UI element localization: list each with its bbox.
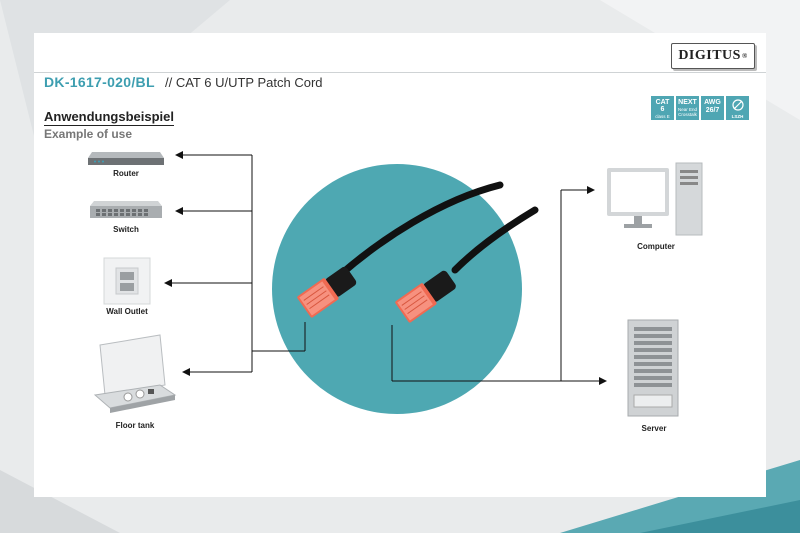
- server-label: Server: [641, 424, 667, 433]
- router-label: Router: [113, 169, 139, 178]
- awg-badge: AWG 26/7: [701, 96, 724, 120]
- next-badge: NEXT Near End Crosstalk: [676, 96, 699, 120]
- wall-outlet-label: Wall Outlet: [106, 307, 148, 316]
- left-connection-lines: [164, 151, 306, 376]
- heading-english: Example of use: [44, 127, 133, 141]
- product-description: // CAT 6 U/UTP Patch Cord: [165, 75, 323, 90]
- switch-icon: [90, 201, 162, 218]
- computer-icon: [607, 162, 703, 236]
- product-number: DK-1617-020/BL: [44, 74, 155, 90]
- patch-cable: [336, 181, 539, 279]
- cat6-badge: CAT 6 class E: [651, 96, 674, 120]
- cable-circle-background: [272, 164, 522, 414]
- lszh-badge: LSZH: [726, 96, 749, 120]
- switch-label: Switch: [113, 225, 139, 234]
- rj45-connector-right: [395, 270, 456, 323]
- floor-tank-label: Floor tank: [115, 421, 155, 430]
- digitus-logo: DIGITUS®: [671, 43, 755, 69]
- halogen-free-icon: [731, 99, 744, 111]
- heading-german: Anwendungsbeispiel: [44, 109, 175, 126]
- computer-label: Computer: [637, 242, 675, 251]
- wall-outlet-icon: [103, 257, 151, 305]
- title-divider: [34, 72, 766, 73]
- server-icon: [627, 319, 679, 417]
- right-connection-lines: [391, 186, 607, 385]
- floor-tank-icon: [93, 334, 177, 413]
- rj45-connector-left: [297, 266, 357, 318]
- router-icon: [88, 152, 164, 165]
- feature-badges: CAT 6 class E NEXT Near End Crosstalk AW…: [651, 96, 749, 120]
